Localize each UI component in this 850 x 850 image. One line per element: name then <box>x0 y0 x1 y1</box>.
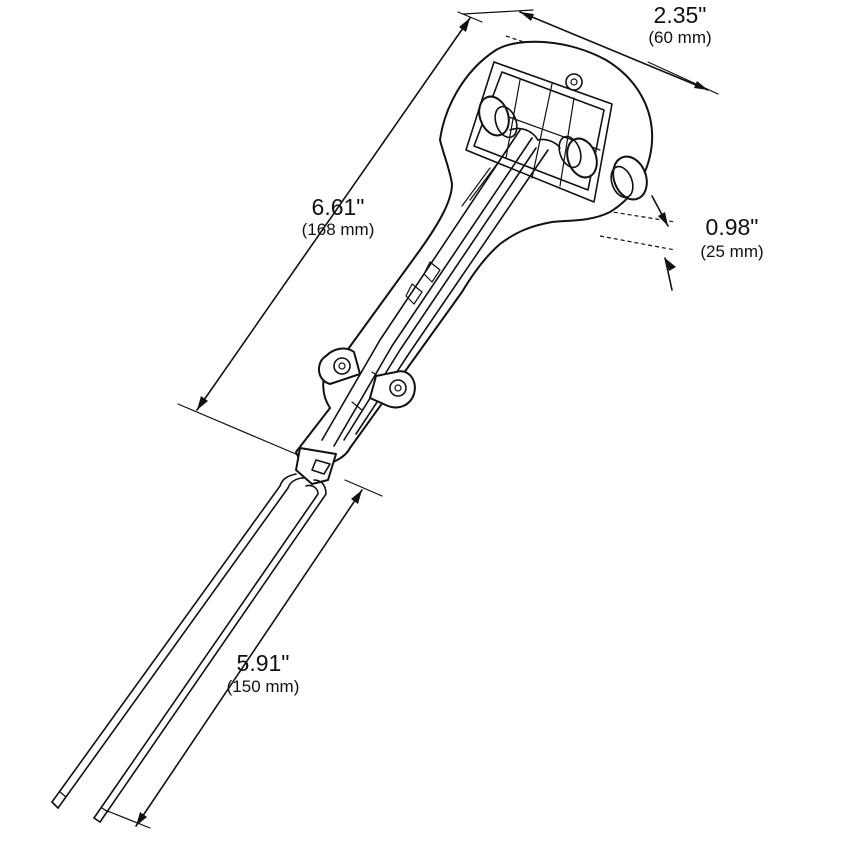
lamp-housing <box>295 40 654 485</box>
lead-metric-label: (150 mm) <box>226 677 300 696</box>
length-imperial-label: 6.61" <box>311 194 365 220</box>
length-dimension <box>177 11 483 461</box>
width-imperial-label: 2.35" <box>653 2 707 28</box>
depth-metric-label: (25 mm) <box>700 242 764 261</box>
wire-leads <box>51 473 327 823</box>
depth-imperial-label: 0.98" <box>705 214 759 240</box>
lead-dimension <box>104 479 383 829</box>
depth-dimension <box>599 195 676 291</box>
lead-imperial-label: 5.91" <box>236 650 290 676</box>
length-metric-label: (168 mm) <box>301 220 375 239</box>
width-metric-label: (60 mm) <box>648 28 712 47</box>
